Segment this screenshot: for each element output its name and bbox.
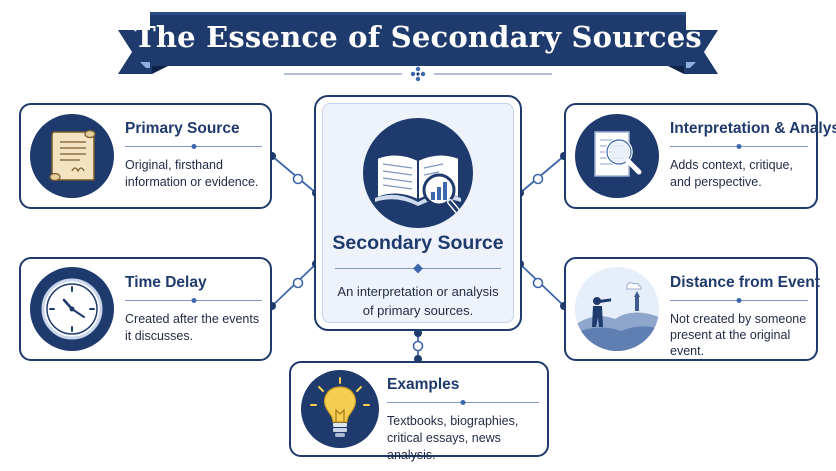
center-card-secondary-source: Secondary Source An interpretation or an… (314, 95, 522, 331)
card-description: Not created by someone present at the or… (670, 312, 807, 358)
card-divider (125, 296, 262, 306)
page-title: The Essence of Secondary Sources (134, 20, 702, 54)
card-divider (670, 296, 808, 306)
card-title: Time Delay (125, 274, 207, 291)
center-title: Secondary Source (332, 232, 504, 254)
scroll-document-icon (30, 114, 114, 198)
open-book-magnifier-chart-icon (363, 118, 473, 228)
card-description: Textbooks, biographies, critical essays,… (387, 414, 519, 462)
card-title: Distance from Event (670, 274, 820, 291)
card-divider (125, 142, 262, 152)
card-distance-from-event: Distance from Event Not created by someo… (564, 257, 820, 361)
title-banner: The Essence of Secondary Sources (118, 8, 718, 80)
card-title: Examples (387, 376, 460, 393)
card-title: Interpretation & Analysis (670, 120, 836, 137)
card-description: Original, firsthand information or evide… (125, 158, 259, 189)
card-divider (387, 398, 539, 408)
card-time-delay: Time Delay Created after the events it d… (19, 257, 272, 361)
card-examples: Examples Textbooks, biographies, critica… (289, 361, 549, 462)
card-primary-source: Primary Source Original, firsthand infor… (19, 103, 272, 209)
card-description: Created after the events it discusses. (125, 312, 260, 343)
ribbon-graphic (118, 12, 718, 74)
center-description: An interpretation or analysis of primary… (337, 284, 499, 318)
document-magnifier-icon (575, 114, 659, 198)
lightbulb-icon (301, 370, 379, 448)
observer-telescope-landscape-icon (575, 267, 659, 351)
clock-icon (30, 267, 114, 351)
card-description: Adds context, critique, and perspective. (670, 158, 793, 189)
card-title: Primary Source (125, 120, 240, 137)
card-divider (670, 142, 808, 152)
center-card-panel: Secondary Source An interpretation or an… (322, 103, 514, 323)
card-interpretation-analysis: Interpretation & Analysis Adds context, … (564, 103, 836, 209)
title-divider-ornament (284, 66, 552, 82)
center-divider (335, 264, 501, 274)
